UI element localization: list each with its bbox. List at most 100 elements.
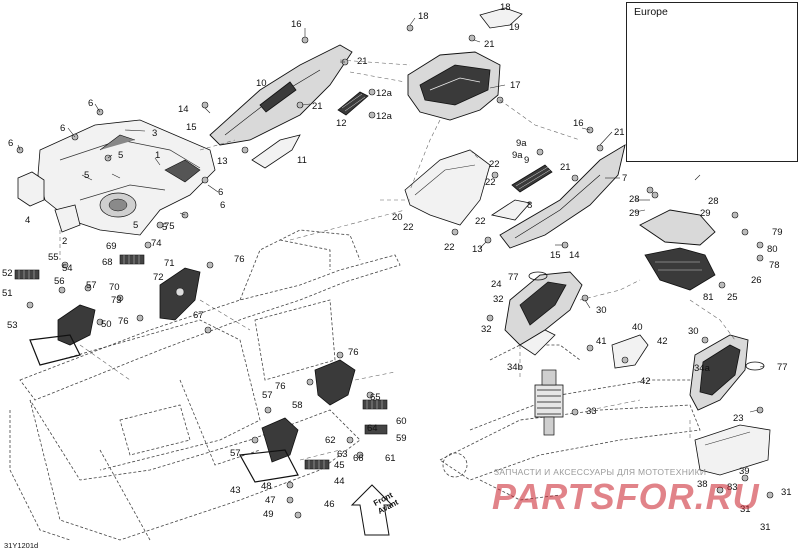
callout-6d: 6 [218,187,223,198]
tail-cover-upper [639,209,716,246]
callout-34b: 34b [507,362,523,373]
callout-57a: 57 [86,280,97,291]
callout-50: 50 [101,319,112,330]
footpeg-59 [364,424,388,435]
callout-69: 69 [106,241,117,252]
footpeg-bracket-45 [239,417,299,483]
callout-8: 8 [527,200,532,211]
panel-10 [209,44,353,146]
callout-83: 83 [727,482,738,493]
callout-42b: 42 [640,376,651,387]
callout-21d: 21 [614,127,625,138]
callout-28b: 28 [708,196,719,207]
front-arrow [350,484,394,536]
trim-8 [490,199,531,221]
footpeg-bracket-50 [29,304,96,366]
shock-absorber [534,369,564,436]
tail-cover-lower [644,247,716,291]
bracket-40 [611,334,649,369]
callout-68: 68 [102,257,113,268]
callout-44: 44 [334,476,345,487]
callout-78b: 78 [769,260,780,271]
callout-29a: 29 [629,208,640,219]
callout-60: 60 [396,416,407,427]
rear-fender-34a [689,334,749,411]
inset-title: Europe [634,6,668,18]
cover-19 [479,7,523,29]
bracket-2 [54,204,81,233]
callout-76c: 76 [348,347,359,358]
callout-1: 1 [155,150,160,161]
reference-code: 31Y1201d [4,541,39,550]
callout-21c: 21 [484,39,495,50]
watermark-brand: PARTSFOR.RU [492,476,760,517]
callout-66: 66 [353,453,364,464]
callout-32b: 32 [481,324,492,335]
mudguard-34b [519,329,556,356]
callout-29b: 29 [700,208,711,219]
callout-72: 72 [153,272,164,283]
callout-22d: 22 [444,242,455,253]
callout-16a: 16 [291,19,302,30]
callout-45: 45 [334,460,345,471]
callout-22c: 22 [403,222,414,233]
callout-12: 12 [336,118,347,129]
callout-12a-2: 12a [376,111,393,122]
callout-73: 73 [111,295,122,306]
callout-53: 53 [7,320,18,331]
license-bracket-38 [694,424,771,476]
callout-21a: 21 [357,56,368,67]
callout-64: 64 [367,423,378,434]
callout-9: 9 [524,155,529,166]
assembly-lines [59,59,736,461]
callout-7: 7 [622,173,627,184]
callout-25: 25 [727,292,738,303]
callout-14b: 14 [569,250,580,261]
callout-62: 62 [325,435,336,446]
callout-46: 46 [324,499,335,510]
callout-49: 49 [263,509,274,520]
callout-61: 61 [385,453,396,464]
callout-13b: 13 [472,244,483,255]
callout-10: 10 [256,78,267,89]
callout-56: 56 [54,276,65,287]
callout-80b: 80 [767,244,778,255]
callout-15a: 15 [186,122,197,133]
callout-22e: 22 [485,177,496,188]
callout-21e: 21 [560,162,571,173]
rear-fender-24 [504,271,583,346]
footpeg-52 [14,269,40,280]
callout-59: 59 [396,433,407,444]
callout-48: 48 [261,481,272,492]
callout-5d: 5 [133,220,138,231]
grille-12 [337,91,369,116]
callout-57b: 57 [262,390,273,401]
callout-31b: 31 [781,487,792,498]
callout-26: 26 [751,275,762,286]
callout-23: 23 [733,413,744,424]
callout-40: 40 [632,322,643,333]
callout-41: 41 [596,336,607,347]
callout-3: 3 [152,128,157,139]
callout-12a-1: 12a [376,88,393,99]
callout-17: 17 [510,80,521,91]
callout-51: 51 [2,288,13,299]
callout-6b: 6 [60,123,65,134]
callout-6c: 6 [8,138,13,149]
panel-11 [251,134,301,169]
callout-39: 39 [739,466,750,477]
watermark-subtitle: ЗАПЧАСТИ И АКСЕССУАРЫ ДЛЯ МОТОТЕХНИКИ [494,467,707,477]
callout-5b: 5 [84,170,89,181]
callout-11: 11 [297,155,307,166]
callout-20: 20 [392,212,403,223]
callout-75: 75 [164,221,175,232]
footpeg-65 [362,399,388,410]
center-panel [404,149,491,226]
callout-33: 33 [586,406,597,417]
left-side-panel [37,119,216,236]
callout-30b: 30 [688,326,699,337]
footpeg-68 [119,254,145,265]
chassis-frame [9,229,401,541]
